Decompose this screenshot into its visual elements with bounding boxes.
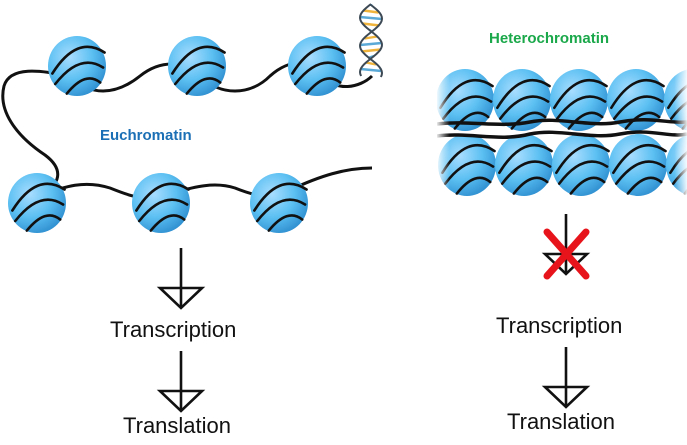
euchromatin-arrow-2 [156,351,206,413]
heterochromatin-arrow-2 [541,347,591,409]
euchromatin-translation-label: Translation [123,413,232,438]
euchromatin-arrow-1 [156,248,206,310]
heterochromatin-panel [437,60,687,196]
heterochromatin-label: Heterochromatin [489,30,610,47]
nucleosome [8,173,66,233]
nucleosome [48,36,106,96]
nucleosome [132,173,190,233]
nucleosome [250,173,308,233]
red-x-icon [543,228,590,280]
dna-helix-icon [358,3,384,78]
euchromatin-panel [1,3,384,233]
heterochromatin-transcription-label: Transcription [496,313,623,338]
heterochromatin-translation-label: Translation [507,409,616,434]
nucleosome [168,36,226,96]
nucleosome [288,36,346,96]
euchromatin-transcription-label: Transcription [110,317,237,342]
euchromatin-label: Euchromatin [100,127,192,144]
